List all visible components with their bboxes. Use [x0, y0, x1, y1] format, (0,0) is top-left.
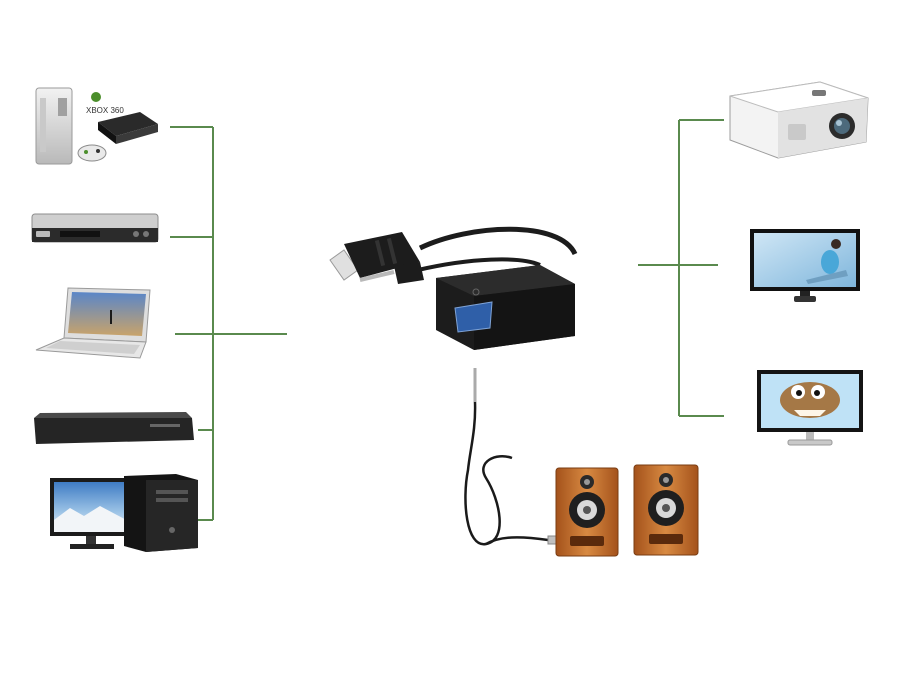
projector-icon — [729, 81, 869, 159]
right-connector-lines — [638, 119, 724, 417]
game-console-icon: XBOX 360 — [35, 87, 158, 165]
audio-jack-plug — [359, 262, 424, 284]
right-speaker — [633, 464, 699, 556]
blu-ray-player-icon — [34, 412, 194, 444]
left-speaker — [555, 467, 619, 557]
left-connector-lines — [170, 126, 287, 521]
vga-port — [454, 301, 493, 333]
adapter-box — [436, 265, 575, 350]
dvd-player-icon — [31, 213, 159, 243]
tv-icon — [757, 370, 863, 446]
hdmi-cable — [418, 226, 578, 256]
hdmi-vga-adapter — [329, 226, 578, 350]
laptop-icon — [35, 287, 151, 359]
speaker-cable — [464, 368, 563, 546]
monitor-icon — [750, 229, 860, 302]
desktop-pc-icon — [50, 474, 198, 552]
console-logo-text: XBOX 360 — [86, 106, 124, 115]
speakers-icon — [555, 464, 699, 557]
audio-cable — [417, 257, 541, 272]
